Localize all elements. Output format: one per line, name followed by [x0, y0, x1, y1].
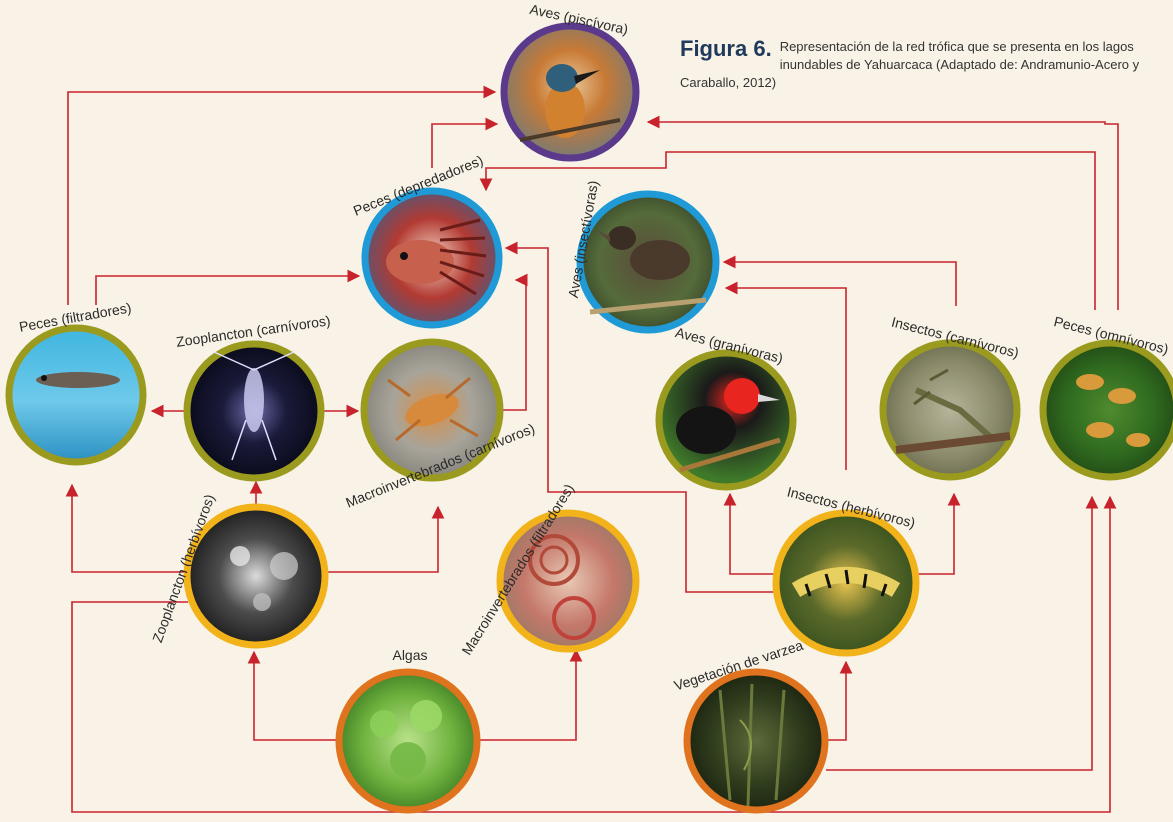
node-aves-piscivora: Aves (piscívora)	[504, 1, 636, 158]
edge-insectos-herbivoros-to-aves-granivoras	[730, 494, 782, 574]
node-zooplancton-carnivoros: Zooplancton (carnívoros)	[175, 312, 331, 478]
filter-fish-photo-icon	[36, 372, 120, 388]
edge-zooplancton-herbivoros-to-peces-filtradores	[72, 485, 188, 572]
edge-peces-filtradores-to-peces-depredadores	[96, 276, 359, 305]
node-peces-omnivoros: Peces (omnívoros)	[1043, 313, 1173, 477]
node-aves-granivoras: Aves (granívoras)	[659, 324, 793, 487]
node-vegetacion-varzea: Vegetación de varzea	[672, 637, 825, 810]
edge-zooplancton-herbivoros-to-macroinvertebrados	[325, 507, 438, 572]
node-zooplancton-herbivoros: Zooplancton (herbívoros)	[149, 492, 325, 645]
node-peces-depredadores: Peces (depredadores)	[351, 152, 499, 325]
node-peces-filtradores: Peces (filtradores)	[9, 299, 143, 462]
node-aves-insectivoras: Aves (insectívoras)	[565, 179, 716, 330]
edge-algas-to-zooplancton-herbivoros	[254, 652, 340, 740]
node-insectos-herbivoros: Insectos (herbívoros)	[776, 483, 917, 653]
node-macroinvertebrados-carnivoros: Macroinvertebrados (carnívoros)	[343, 342, 537, 511]
node-insectos-carnivoros: Insectos (carnívoros)	[883, 314, 1021, 477]
node-algas: Algas	[339, 647, 477, 810]
node-label-algas: Algas	[392, 647, 427, 663]
edge-insectos-carnivoros-to-aves-insectivoras	[724, 262, 956, 306]
edge-macroinvertebrados-to-peces-depredadores	[502, 280, 526, 410]
edge-insectos-herbivoros-to-insectos-carnivoros	[912, 494, 954, 574]
node-macroinvertebrados-filtradores: Macroinvertebrados (filtradores)	[458, 481, 636, 658]
edge-peces-omnivoros-to-aves-piscivora	[648, 122, 1118, 310]
edge-algas-to-macroinvertebrados-filtradores	[476, 650, 576, 740]
